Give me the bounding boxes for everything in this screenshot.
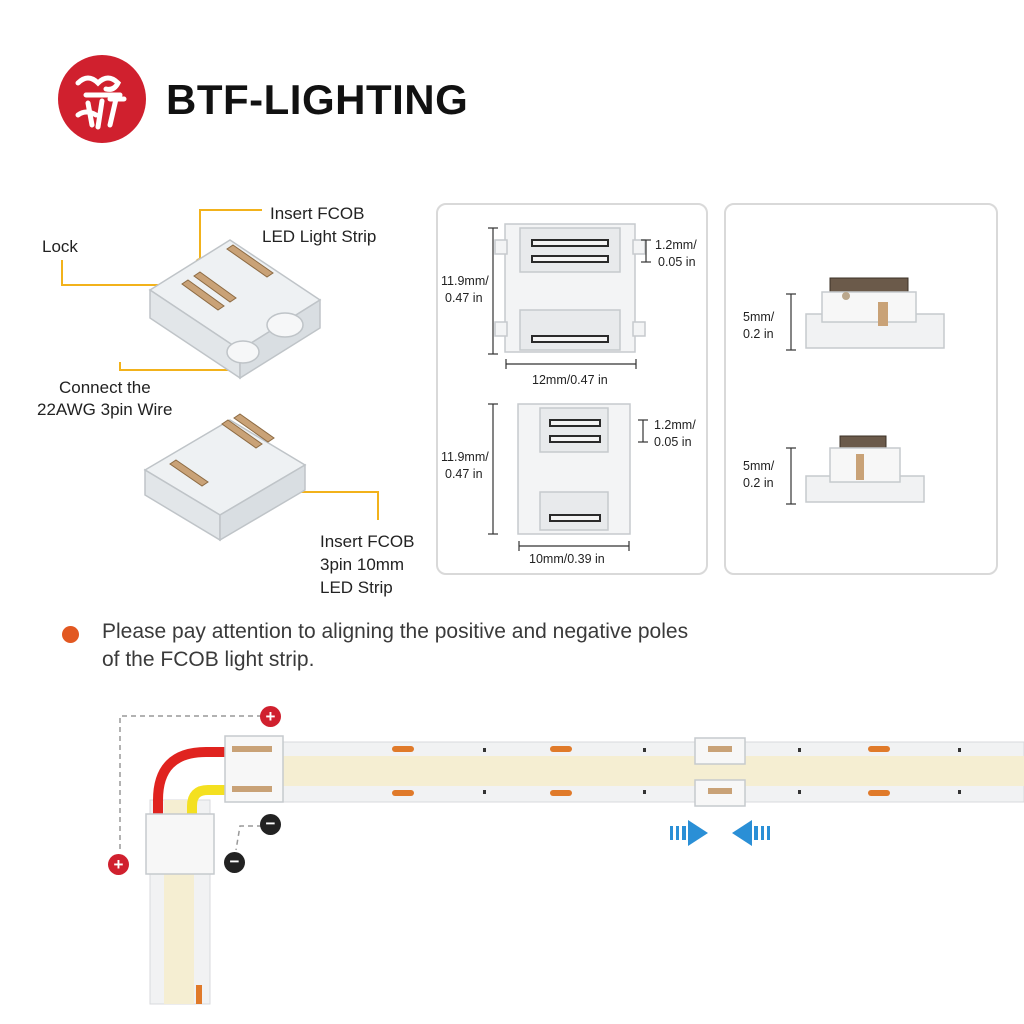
front-12mm-icon: [494, 223, 646, 353]
dim-12mm-height-1: 11.9mm/: [441, 274, 489, 288]
pins-10mm: [169, 413, 275, 487]
side-dimension-lines: [786, 293, 796, 505]
dimension-lines: [488, 227, 651, 551]
dim-12mm-height-2: 0.47 in: [445, 291, 483, 305]
positive-icon: +: [260, 706, 281, 727]
dim-side-top-2: 0.2 in: [743, 327, 774, 341]
align-arrow-left-icon: [732, 820, 770, 846]
callout-insert-3pin-line3: LED Strip: [320, 578, 393, 597]
horizontal-led-strip: [224, 737, 1024, 807]
logo-glyph: [75, 75, 127, 130]
connector-10mm-icon: [143, 419, 307, 542]
callout-connect-line2: 22AWG 3pin Wire: [37, 400, 173, 419]
note-bullet-icon: [62, 626, 79, 643]
negative-icon: −: [260, 814, 281, 835]
callout-insert-3pin-line1: Insert FCOB: [320, 532, 415, 551]
dim-12mm-width: 12mm/0.47 in: [532, 373, 608, 387]
callout-insert-fcob-line2: LED Light Strip: [262, 227, 377, 246]
dim-10mm-pin-2: 0.05 in: [654, 435, 692, 449]
pins-12mm: [181, 244, 274, 311]
front-10mm-pins: [549, 419, 601, 522]
red-wire: [153, 747, 232, 830]
dim-12mm-pin-2: 0.05 in: [658, 255, 696, 269]
callout-insert-fcob-line1: Insert FCOB: [270, 204, 365, 223]
negative-icon-bottom: −: [224, 852, 245, 873]
callout-connect-line1: Connect the: [59, 378, 151, 397]
callout-insert-3pin-line2: 3pin 10mm: [320, 555, 405, 574]
dim-10mm-width: 10mm/0.39 in: [529, 552, 605, 566]
btf-logo-icon: [58, 55, 146, 143]
polarity-note: Please pay attention to aligning the pos…: [102, 618, 822, 674]
polarity-guides: [119, 715, 262, 851]
dim-side-bottom-1: 5mm/: [743, 459, 775, 473]
positive-icon-bottom: +: [108, 854, 129, 875]
dimension-panel-side: [724, 203, 998, 575]
polarity-note-line2: of the FCOB light strip.: [102, 648, 315, 671]
align-arrow-right-icon: [670, 820, 708, 846]
side-top-icon: [805, 277, 945, 349]
brand-name: BTF-LIGHTING: [166, 76, 469, 123]
dim-10mm-height-2: 0.47 in: [445, 467, 483, 481]
connector-12mm-icon: [148, 239, 322, 380]
callout-lock: Lock: [42, 237, 78, 256]
dim-side-bottom-2: 0.2 in: [743, 476, 774, 490]
polarity-note-line1: Please pay attention to aligning the pos…: [102, 620, 689, 643]
yellow-wire: [187, 785, 232, 830]
front-12mm-pins: [531, 239, 609, 343]
dim-10mm-height-1: 11.9mm/: [441, 450, 489, 464]
dim-10mm-pin-1: 1.2mm/: [654, 418, 696, 432]
side-bottom-icon: [805, 435, 925, 503]
dim-12mm-pin-1: 1.2mm/: [655, 238, 697, 252]
dim-side-top-1: 5mm/: [743, 310, 775, 324]
